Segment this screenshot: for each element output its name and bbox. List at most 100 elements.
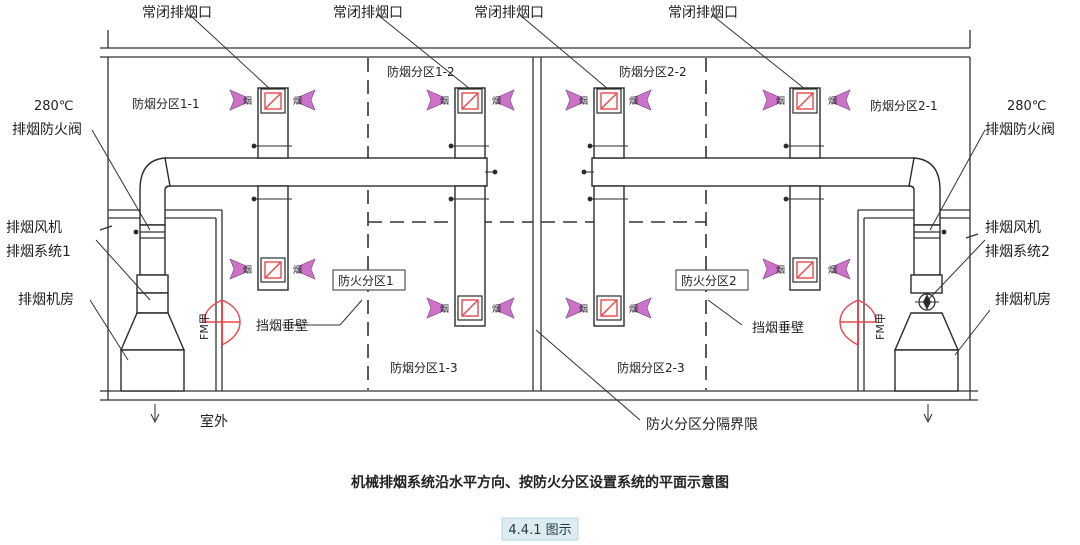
smoke-glyph: 烟 — [579, 303, 588, 315]
label-fire-comp-1: 防火分区1 — [338, 273, 394, 288]
vent-2-1-top — [792, 88, 818, 114]
wall-break-right — [965, 233, 979, 239]
smoke-glyph: 烟 — [293, 264, 302, 276]
vent-2-3 — [596, 295, 622, 321]
smoke-icon: 烟 — [828, 258, 851, 280]
building-walls — [99, 30, 979, 401]
fire-door-left — [203, 299, 241, 346]
smoke-glyph: 烟 — [440, 303, 449, 315]
smoke-glyph: 烟 — [440, 95, 449, 107]
smoke-glyph: 烟 — [828, 95, 837, 107]
fan-right-top — [910, 274, 943, 294]
smoke-icon: 烟 — [293, 89, 316, 111]
label-fire-comp-2: 防火分区2 — [681, 273, 737, 288]
smoke-icon: 烟 — [565, 297, 588, 319]
vent-2-1-bottom — [792, 257, 818, 283]
smoke-icon: 烟 — [229, 258, 252, 280]
label-fan-right: 排烟风机 — [985, 220, 1041, 236]
branch-dampers — [251, 143, 824, 202]
duct-elbow-left — [139, 157, 171, 226]
ductwork — [139, 87, 941, 327]
duct-elbow-right — [908, 157, 941, 226]
smoke-icons: 烟 烟 烟 烟 烟 烟 烟 烟 — [229, 89, 851, 319]
label-smoke-curtain-right: 挡烟垂壁 — [752, 321, 804, 336]
label-zone-1-3: 防烟分区1-3 — [390, 360, 458, 375]
label-fan-room-right: 排烟机房 — [995, 292, 1051, 308]
figure-tag: 4.4.1 图示 — [501, 517, 579, 541]
smoke-glyph: 烟 — [776, 264, 785, 276]
smoke-glyph: 烟 — [828, 264, 837, 276]
smoke-icon: 烟 — [229, 89, 252, 111]
duct-main-right — [591, 157, 915, 187]
fan-hood-left — [119, 312, 186, 351]
label-door-right: FM甲 — [874, 313, 887, 340]
smoke-glyph: 烟 — [629, 303, 638, 315]
smoke-icon: 烟 — [426, 89, 449, 111]
label-fire-damper-right: 排烟防火阀 — [985, 122, 1055, 138]
label-zone-1-2: 防烟分区1-2 — [387, 64, 455, 79]
fire-door-right — [839, 299, 877, 346]
smoke-vents — [260, 88, 818, 321]
vent-1-3 — [457, 295, 483, 321]
smoke-icon: 烟 — [293, 258, 316, 280]
label-zone-2-1: 防烟分区2-1 — [870, 98, 938, 113]
smoke-glyph: 烟 — [243, 264, 252, 276]
smoke-icon: 烟 — [762, 258, 785, 280]
smoke-icon: 烟 — [762, 89, 785, 111]
smoke-glyph: 烟 — [579, 95, 588, 107]
fan-base-left — [120, 349, 185, 392]
smoke-glyph: 烟 — [492, 95, 501, 107]
vent-1-2 — [457, 88, 483, 114]
fire-comp-2-box — [675, 269, 749, 291]
label-zone-2-3: 防烟分区2-3 — [617, 360, 685, 375]
smoke-icon: 烟 — [426, 297, 449, 319]
smoke-icon: 烟 — [492, 89, 515, 111]
diagram-caption: 机械排烟系统沿水平方向、按防火分区设置系统的平面示意图 — [351, 474, 729, 491]
figure-tag-box — [501, 517, 579, 541]
label-closed-vent-2: 常闭排烟口 — [333, 5, 403, 21]
smoke-glyph: 烟 — [776, 95, 785, 107]
label-fan-left: 排烟风机 — [6, 220, 62, 236]
smoke-icon: 烟 — [828, 89, 851, 111]
label-door-left: FM甲 — [198, 313, 211, 340]
fan-hood-right — [893, 312, 960, 351]
label-closed-vent-1: 常闭排烟口 — [142, 5, 212, 21]
label-fire-damper-left: 排烟防火阀 — [12, 122, 82, 138]
smoke-icon: 烟 — [629, 297, 652, 319]
smoke-icon: 烟 — [629, 89, 652, 111]
label-closed-vent-4: 常闭排烟口 — [668, 5, 738, 21]
vent-1-1-bottom — [260, 257, 286, 283]
vent-1-1-top — [260, 88, 286, 114]
fan-room-right — [893, 224, 960, 392]
leader-lines — [89, 14, 991, 421]
fan-duct-left — [139, 224, 166, 276]
label-boundary: 防火分区分隔界限 — [646, 417, 758, 433]
text-labels: 常闭排烟口 常闭排烟口 常闭排烟口 常闭排烟口 防烟分区1-1 防烟分区1-2 … — [6, 5, 1055, 491]
outdoor-arrows — [150, 404, 933, 424]
duct-main-left — [164, 157, 488, 187]
label-smoke-curtain-left: 挡烟垂壁 — [256, 319, 308, 334]
fan-room-left — [119, 224, 186, 392]
fire-comp-1-box — [332, 269, 406, 291]
label-system-2: 排烟系统2 — [985, 244, 1050, 260]
fan-icon — [915, 293, 939, 311]
vent-2-2 — [596, 88, 622, 114]
label-zone-1-1: 防烟分区1-1 — [132, 96, 200, 111]
label-closed-vent-3: 常闭排烟口 — [474, 5, 544, 21]
smoke-glyph: 烟 — [492, 303, 501, 315]
label-outdoor: 室外 — [200, 413, 228, 430]
smoke-icon: 烟 — [565, 89, 588, 111]
smoke-glyph: 烟 — [293, 95, 302, 107]
fan-base-right — [894, 349, 959, 392]
label-system-1: 排烟系统1 — [6, 244, 71, 260]
figure-tag-label: 4.4.1 图示 — [508, 523, 571, 538]
wall-break-left — [99, 225, 113, 231]
label-zone-2-2: 防烟分区2-2 — [619, 64, 687, 79]
smoke-icon: 烟 — [492, 297, 515, 319]
label-280-left: 280℃ — [34, 99, 73, 114]
zone-boundaries — [367, 58, 707, 390]
smoke-glyph: 烟 — [243, 95, 252, 107]
smoke-glyph: 烟 — [629, 95, 638, 107]
